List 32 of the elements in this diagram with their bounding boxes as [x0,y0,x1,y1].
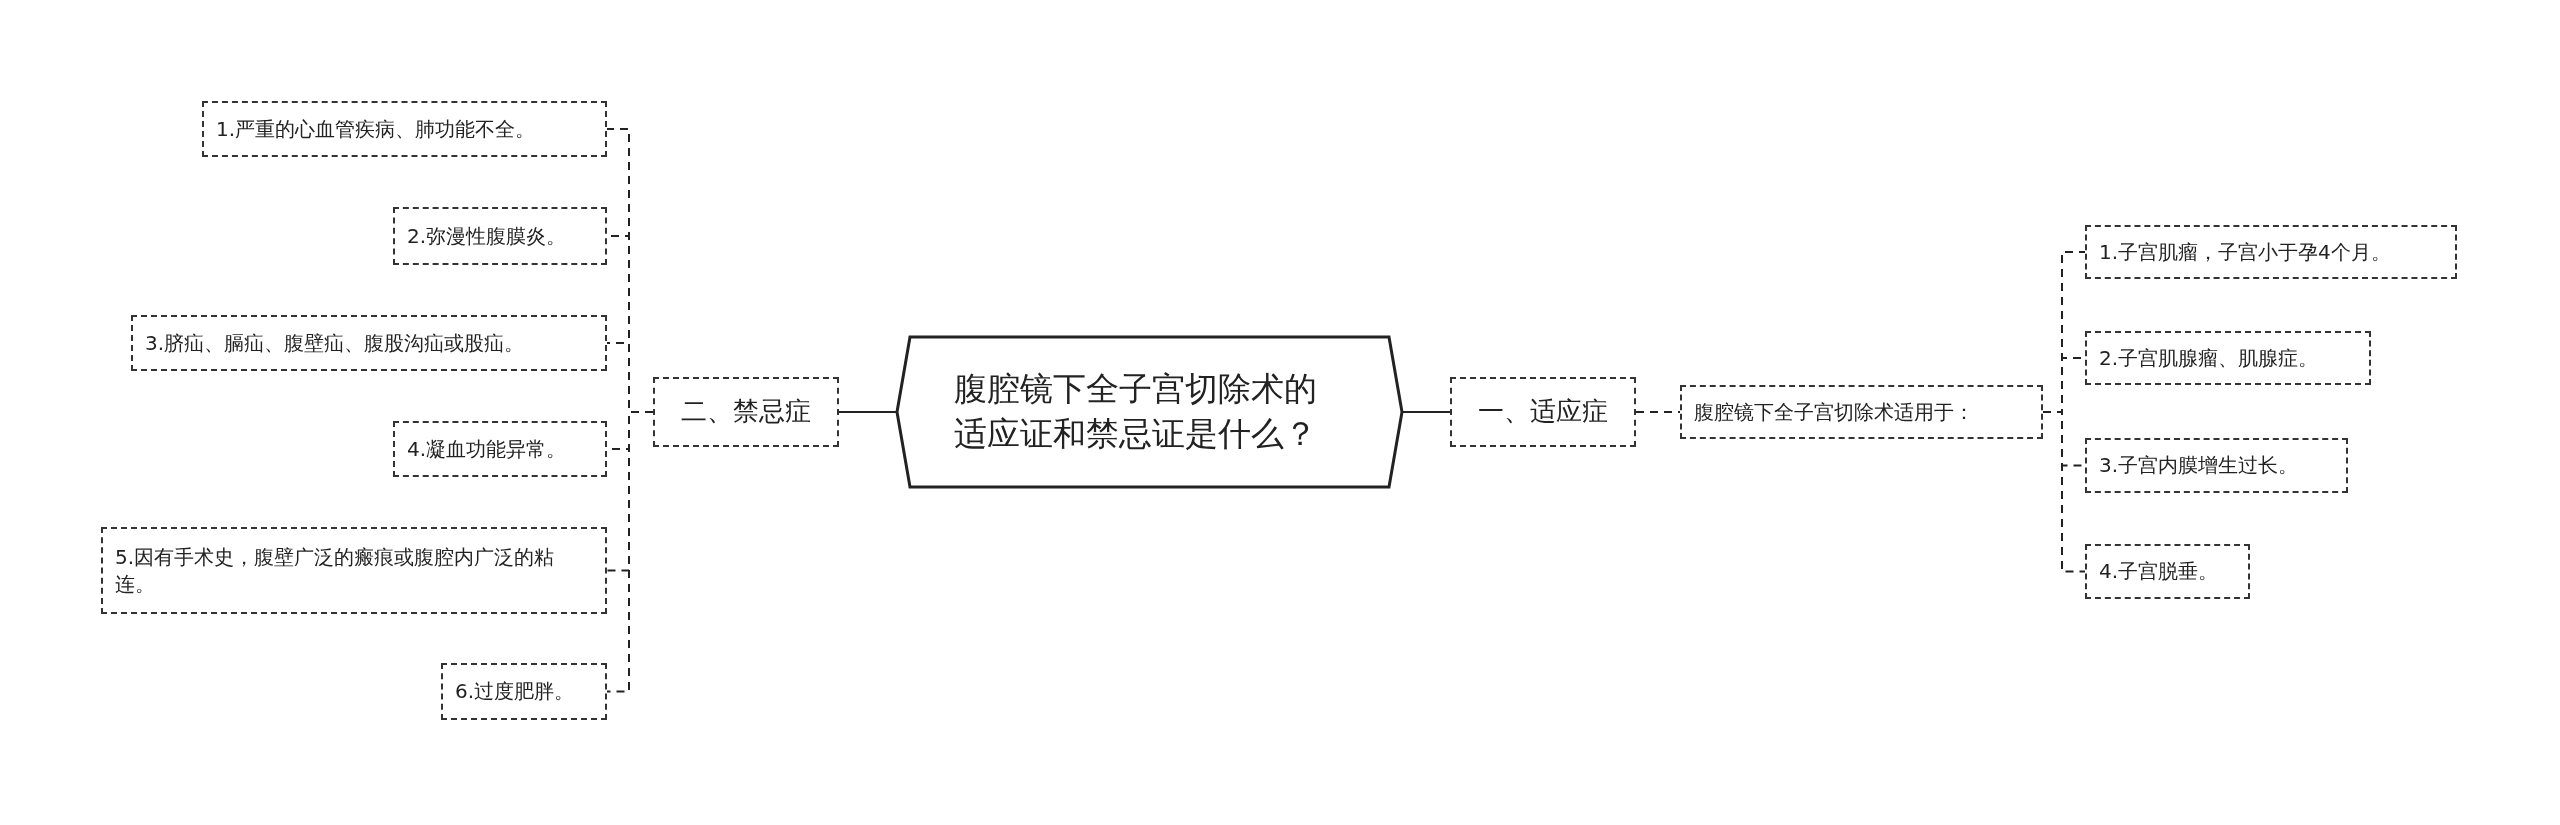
subtopic-box [441,663,607,720]
subtopic-box [393,207,607,265]
subtopic-box [393,421,607,477]
topic-text: 腹腔镜下全子宫切除术的适应证和禁忌证是什么？ [954,368,1318,455]
topic-text: 一、适应症 [1478,395,1608,429]
topic-text: 4.子宫脱垂。 [2099,558,2219,585]
topic-text: 4.凝血功能异常。 [407,435,567,463]
connector-line [1402,411,1451,413]
topic-text: 二、禁忌症 [681,395,811,429]
subtopic-box [202,101,607,157]
subtopic-box [131,315,607,371]
topic-text: 3.子宫内膜增生过长。 [2099,452,2299,479]
topic-text: 2.子宫肌腺瘤、肌腺症。 [2099,344,2319,372]
topic-text: 1.子宫肌瘤，子宫小于孕4个月。 [2099,238,2391,266]
connector-line [838,411,897,413]
connector-line [606,411,654,693]
connector-line [2042,411,2086,573]
subtopic-box [101,527,607,614]
topic-text: 5.因有手术史，腹壁广泛的瘢痕或腹腔内广泛的粘连。 [115,543,556,598]
subtopic-box [1680,385,2043,439]
subtopic-box [2085,225,2457,279]
subtopic-box [2085,438,2348,493]
branch-topic-box [653,377,839,447]
branch-topic-box [1450,377,1636,447]
subtopic-box [2085,544,2250,599]
topic-text: 腹腔镜下全子宫切除术适用于： [1694,398,1974,426]
topic-text: 2.弥漫性腹膜炎。 [407,222,567,250]
subtopic-box [2085,331,2371,385]
topic-text: 6.过度肥胖。 [455,678,575,705]
topic-text: 3.脐疝、膈疝、腹壁疝、腹股沟疝或股疝。 [145,329,525,357]
connector-line [1635,411,1681,413]
topic-text: 1.严重的心血管疾病、肺功能不全。 [216,115,536,143]
